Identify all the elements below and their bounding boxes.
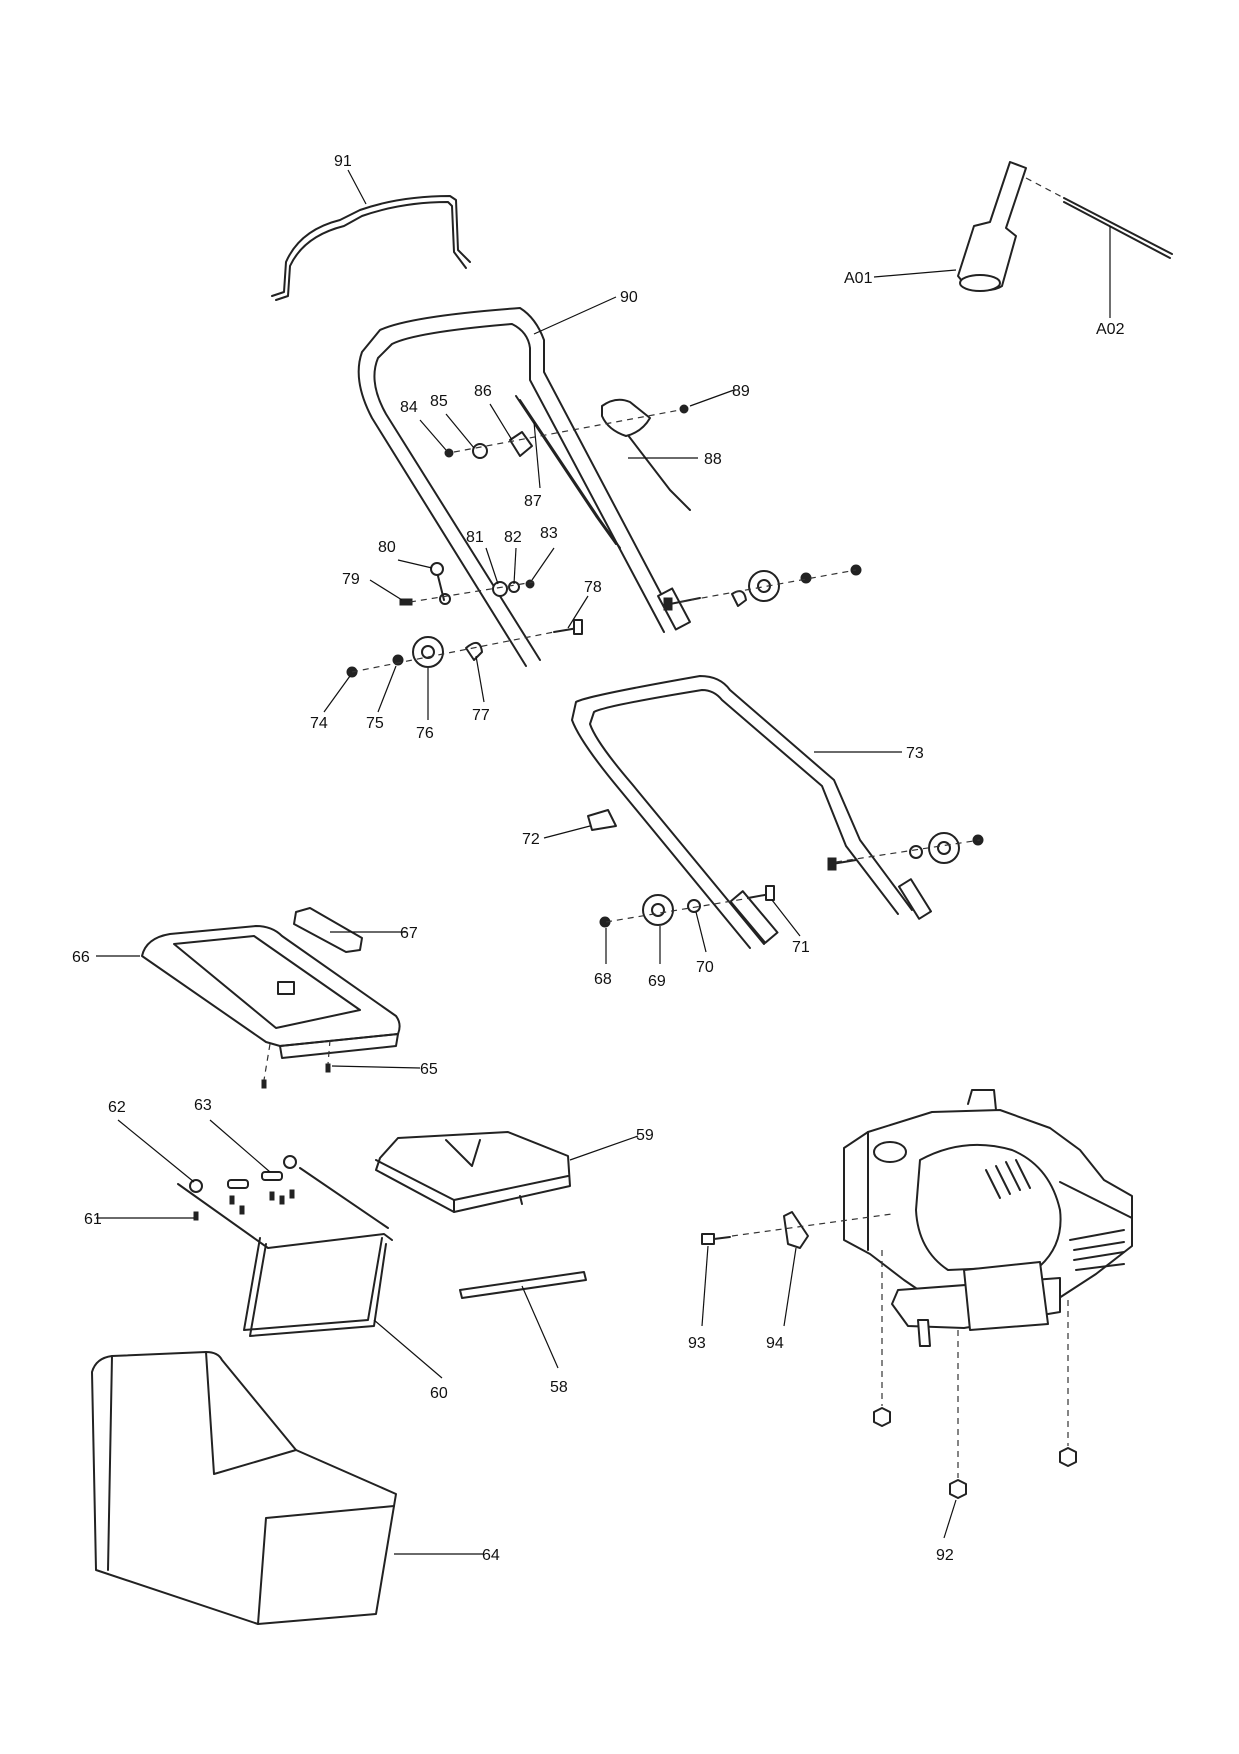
part-65-screw-b <box>261 1079 267 1089</box>
part-91-bail-bar <box>271 195 471 301</box>
callout-93: 93 <box>688 1335 706 1352</box>
part-90-upper-handle <box>357 307 691 667</box>
callout-65: 65 <box>420 1061 438 1078</box>
part-72-clip <box>587 809 617 831</box>
callout-72: 72 <box>522 831 540 848</box>
callout-71: 71 <box>792 939 810 956</box>
callout-88: 88 <box>704 451 722 468</box>
engine-assembly <box>843 1089 1133 1347</box>
callout-67: 67 <box>400 925 418 942</box>
callout-69: 69 <box>648 973 666 990</box>
part-88-throttle-cable <box>623 429 691 511</box>
part-63-hinge-plate <box>227 1171 283 1189</box>
callout-79: 79 <box>342 571 360 588</box>
callout-81: 81 <box>466 529 484 546</box>
washer-lower-right <box>909 845 923 859</box>
callout-89: 89 <box>732 383 750 400</box>
part-93-bolt <box>701 1233 731 1245</box>
part-80-eye-bolt <box>430 562 451 605</box>
callout-A01: A01 <box>844 270 873 287</box>
part-92-nut-center <box>949 1479 967 1499</box>
callout-64: 64 <box>482 1547 500 1564</box>
callout-70: 70 <box>696 959 714 976</box>
part-92-nut-left <box>873 1407 891 1427</box>
callout-74: 74 <box>310 715 328 732</box>
callout-83: 83 <box>540 525 558 542</box>
part-70-washer <box>687 899 701 913</box>
callout-92: 92 <box>936 1547 954 1564</box>
part-88-throttle-lever <box>601 398 651 437</box>
clamp-upper-right <box>731 590 747 607</box>
callout-77: 77 <box>472 707 490 724</box>
bolt-lower-right <box>827 857 857 871</box>
callout-63: 63 <box>194 1097 212 1114</box>
part-A01-plug-wrench <box>957 161 1027 292</box>
part-85-washer <box>472 443 488 459</box>
part-86-cable-clip <box>509 431 533 457</box>
part-64-grass-bag <box>91 1351 397 1625</box>
part-67-lid-handle <box>293 907 363 953</box>
part-92-nut-right <box>1059 1447 1077 1467</box>
callout-86: 86 <box>474 383 492 400</box>
nut-upper-right-1 <box>800 572 812 584</box>
part-66-catcher-lid <box>141 925 401 1059</box>
callout-90: 90 <box>620 289 638 306</box>
part-59-rear-flap <box>375 1131 571 1213</box>
part-78-bolt <box>553 619 583 635</box>
callout-91: 91 <box>334 153 352 170</box>
part-84-nut <box>444 448 454 458</box>
star-knob-lower-right <box>928 832 960 864</box>
part-77-clamp <box>465 641 483 661</box>
part-81-washer <box>492 581 508 597</box>
part-A02-rod <box>1025 177 1173 259</box>
callout-58: 58 <box>550 1379 568 1396</box>
star-knob-upper-right <box>748 570 780 602</box>
part-71-bolt <box>747 885 775 901</box>
part-62-washer <box>189 1179 203 1193</box>
callout-94: 94 <box>766 1335 784 1352</box>
part-63-washer <box>283 1155 297 1169</box>
part-65-screw <box>325 1063 331 1073</box>
part-76-star-knob <box>412 636 444 668</box>
part-69-star-knob <box>642 894 674 926</box>
callout-87: 87 <box>524 493 542 510</box>
callout-61: 61 <box>84 1211 102 1228</box>
callout-75: 75 <box>366 715 384 732</box>
part-61-screws <box>193 1189 295 1221</box>
part-58-rod <box>459 1271 587 1299</box>
callout-68: 68 <box>594 971 612 988</box>
callout-A02: A02 <box>1096 321 1125 338</box>
callout-73: 73 <box>906 745 924 762</box>
callout-59: 59 <box>636 1127 654 1144</box>
callout-labels: 91 A01 A02 90 89 88 87 86 85 84 83 82 81… <box>72 153 1125 1564</box>
callout-62: 62 <box>108 1099 126 1116</box>
part-68-nut <box>599 916 611 928</box>
part-89-screw <box>679 404 689 414</box>
part-83-nut <box>525 579 535 589</box>
part-87-brake-cable <box>515 395 621 549</box>
callout-82: 82 <box>504 529 522 546</box>
callout-66: 66 <box>72 949 90 966</box>
callout-76: 76 <box>416 725 434 742</box>
callout-85: 85 <box>430 393 448 410</box>
part-73-lower-handle <box>571 675 933 949</box>
callout-80: 80 <box>378 539 396 556</box>
callout-84: 84 <box>400 399 418 416</box>
callout-60: 60 <box>430 1385 448 1402</box>
leader-lines <box>96 169 1111 1555</box>
callout-78: 78 <box>584 579 602 596</box>
part-94-bracket <box>783 1211 809 1249</box>
part-60-catcher-frame <box>177 1167 393 1337</box>
